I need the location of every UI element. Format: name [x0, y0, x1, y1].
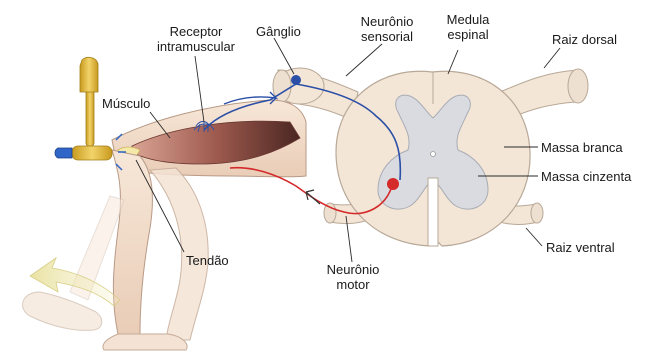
leg [23, 100, 306, 350]
dorsal-root-right-end [568, 69, 588, 103]
central-canal [431, 152, 436, 157]
label-neuronio-motor: Neurônio motor [314, 262, 392, 292]
lower-leg [112, 150, 152, 334]
label-tendao: Tendão [186, 253, 229, 268]
label-receptor-line1: Receptor [146, 24, 246, 39]
label-receptor-intramuscular: Receptor intramuscular [146, 24, 246, 54]
motor-neuron-cell-body [387, 178, 399, 190]
label-neuronio-motor-line2: motor [314, 277, 392, 292]
label-ganglio: Gânglio [256, 24, 301, 39]
spinal-cord [273, 68, 588, 246]
label-neuronio-sensorial-line2: sensorial [346, 29, 428, 44]
label-receptor-line2: intramuscular [146, 39, 246, 54]
label-massa-cinzenta: Massa cinzenta [541, 169, 631, 184]
foot [23, 292, 102, 330]
label-raiz-ventral: Raiz ventral [546, 240, 615, 255]
label-neuronio-motor-line1: Neurônio [314, 262, 392, 277]
ventral-root-right-end [531, 203, 543, 223]
foot-ground [103, 334, 187, 350]
label-medula-line2: espinal [436, 27, 500, 42]
label-medula-line1: Medula [436, 12, 500, 27]
label-massa-branca: Massa branca [541, 140, 623, 155]
label-neuronio-sensorial: Neurônio sensorial [346, 14, 428, 44]
label-neuronio-sensorial-line1: Neurônio [346, 14, 428, 29]
sensory-neuron-cell-body [291, 75, 301, 85]
label-raiz-dorsal: Raiz dorsal [552, 32, 617, 47]
label-musculo: Músculo [102, 96, 150, 111]
label-medula-espinal: Medula espinal [436, 12, 500, 42]
